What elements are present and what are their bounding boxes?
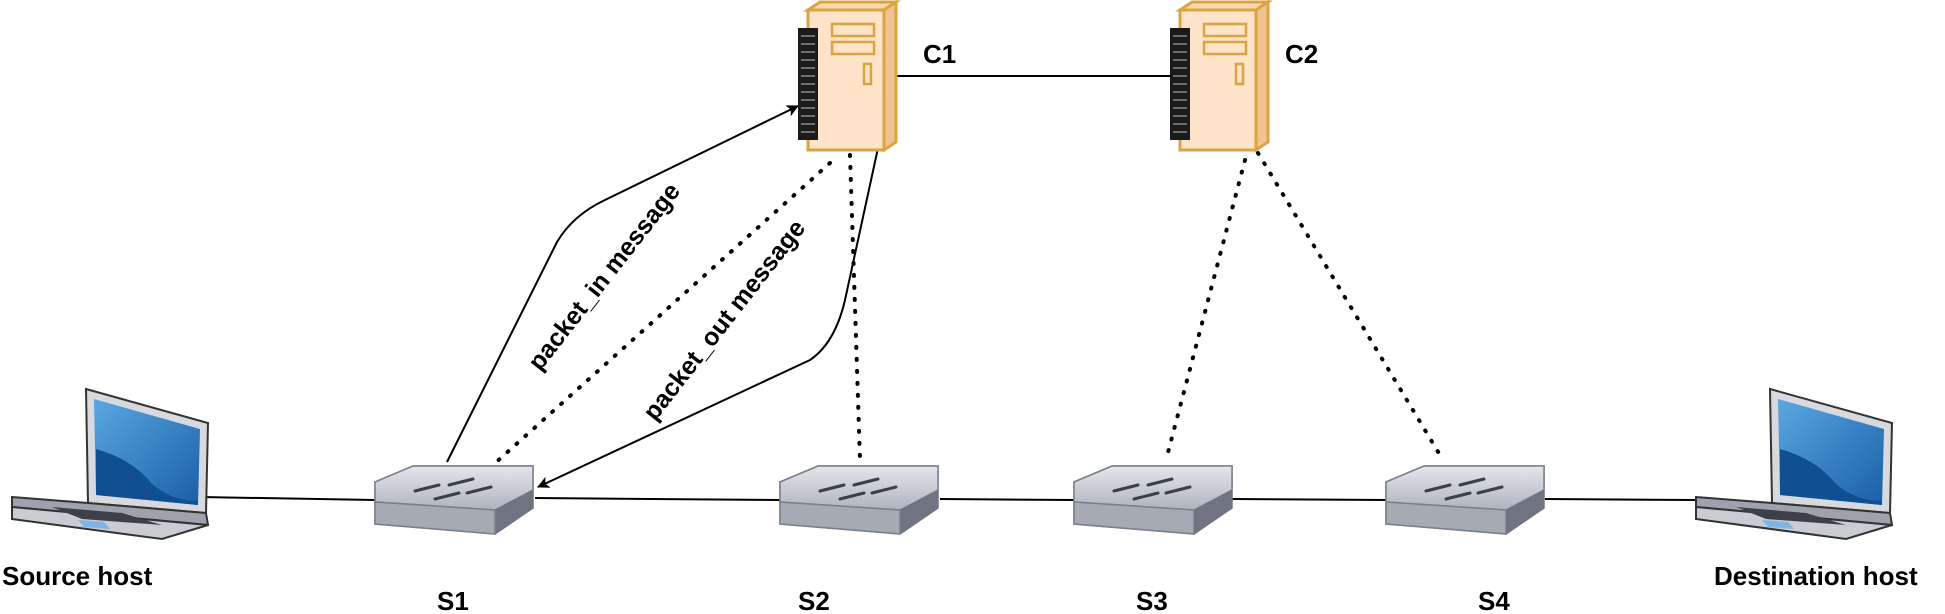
switch-s4 <box>1385 465 1545 535</box>
switch-s1 <box>374 465 534 535</box>
source-host <box>11 387 210 541</box>
control-c1-s1 <box>491 161 832 467</box>
controller-c1-label: C1 <box>923 39 956 69</box>
controller-c2-label: C2 <box>1285 39 1318 69</box>
switch-icon <box>1385 465 1545 535</box>
destination-host-label: Destination host <box>1714 561 1918 591</box>
switch-s3-label: S3 <box>1136 586 1168 614</box>
link-s1-s2 <box>534 497 781 501</box>
control-c2-s4 <box>1256 151 1445 462</box>
controller-c1 <box>798 0 901 153</box>
packet-out-arrow <box>537 147 879 488</box>
source-host-label: Source host <box>2 561 153 591</box>
switch-icon <box>779 465 939 535</box>
laptop-icon <box>1695 387 1894 541</box>
link-source-s1 <box>199 496 376 501</box>
links <box>199 75 1696 501</box>
packet-out-label: packet_out message <box>638 215 812 426</box>
controller-c2 <box>1170 0 1273 153</box>
server-icon <box>798 0 901 153</box>
link-s3-s4 <box>1231 498 1389 501</box>
packet-in-arrow <box>446 105 799 463</box>
switch-icon <box>374 465 534 535</box>
control-channels <box>491 151 1445 467</box>
control-c2-s3 <box>1164 158 1247 462</box>
switch-icon <box>1073 465 1233 535</box>
switch-s2 <box>779 465 939 535</box>
link-s2-s3 <box>939 498 1076 501</box>
link-s4-destination <box>1544 498 1696 501</box>
destination-host <box>1695 387 1894 541</box>
switch-s1-label: S1 <box>437 586 469 614</box>
switch-s3 <box>1073 465 1233 535</box>
switch-s4-label: S4 <box>1478 586 1510 614</box>
server-icon <box>1170 0 1273 153</box>
control-c1-s2 <box>848 153 862 462</box>
switch-s2-label: S2 <box>798 586 830 614</box>
packet-in-label: packet_in message <box>523 178 686 376</box>
laptop-icon <box>11 387 210 541</box>
